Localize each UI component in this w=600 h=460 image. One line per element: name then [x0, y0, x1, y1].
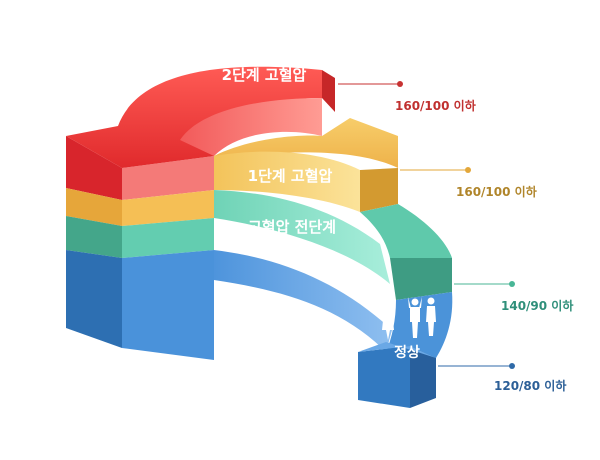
left-block-yellow-side: [122, 190, 214, 226]
ring-prehypertension-end: [390, 258, 452, 300]
left-block-blue-side: [122, 250, 214, 360]
leader-lines: [338, 81, 515, 369]
ring-stage1-top: [214, 118, 398, 168]
ring-prehypertension: [214, 190, 452, 300]
left-block-blue-front: [66, 250, 122, 348]
people-icon: [382, 297, 436, 340]
ring-stage1-end: [360, 168, 398, 212]
ring-normal-cap: [358, 342, 436, 358]
ring-normal-front: [358, 346, 410, 408]
ring-stage2-top: [66, 66, 322, 168]
ring-prehypertension-inner: [214, 190, 390, 284]
ring-stage2-inner: [180, 98, 322, 156]
left-block-yellow-front: [66, 188, 122, 226]
ring-normal-inner: [214, 250, 392, 352]
ring-stage2-end: [322, 70, 335, 112]
leader-stage2-dot: [397, 81, 403, 87]
ring-normal-side: [410, 346, 436, 408]
ring-normal: [214, 250, 453, 408]
leader-stage1-dot: [465, 167, 471, 173]
label-normal: 정상: [394, 344, 420, 361]
ring-prehypertension-top: [360, 204, 452, 258]
ring-stage1: [214, 118, 398, 212]
label-stage2: 2단계 고혈압: [222, 66, 307, 84]
leader-prehypertension-dot: [509, 281, 515, 287]
left-block-red-front: [66, 136, 122, 200]
left-block: [66, 136, 214, 360]
left-block-green-side: [122, 218, 214, 258]
value-prehypertension: 140/90 이하: [501, 298, 573, 313]
label-prehypertension: 고혈압 전단계: [248, 218, 336, 236]
leader-normal-dot: [509, 363, 515, 369]
value-stage2: 160/100 이하: [395, 98, 476, 113]
label-stage1: 1단계 고혈압: [248, 167, 333, 185]
ring-stage1-inner: [214, 151, 360, 212]
value-stage1: 160/100 이하: [456, 184, 537, 199]
ring-stage2: [66, 66, 335, 168]
ring-normal-right: [386, 292, 453, 358]
left-block-red-side: [122, 156, 214, 200]
value-normal: 120/80 이하: [494, 378, 566, 393]
left-block-green-front: [66, 216, 122, 258]
